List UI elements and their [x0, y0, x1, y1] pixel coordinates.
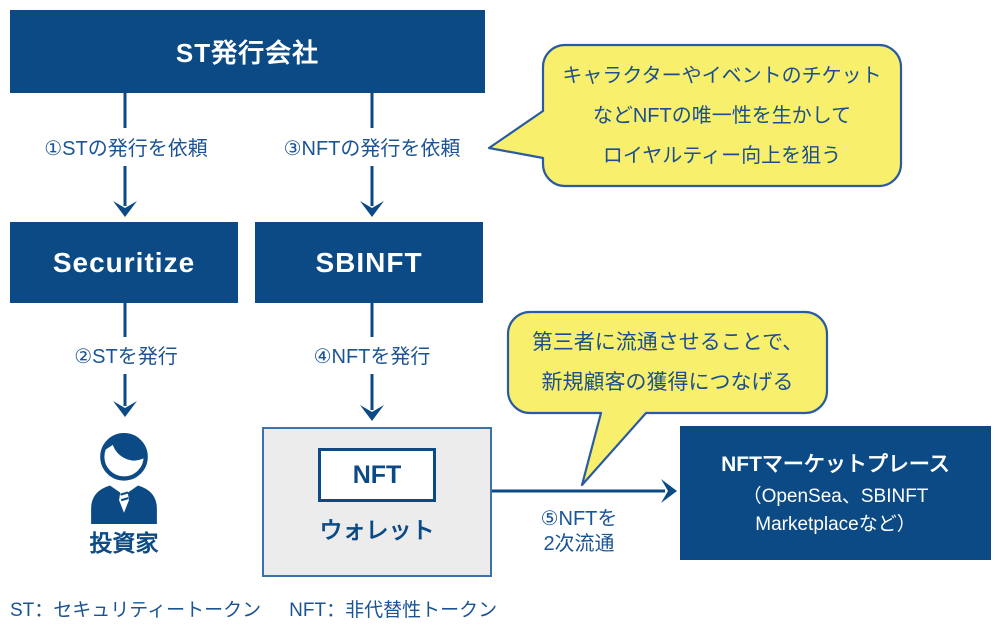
node-wallet: NFT ウォレット: [262, 427, 492, 577]
wallet-nft-token: NFT: [318, 448, 436, 502]
node-securitize-label: Securitize: [52, 246, 196, 278]
node-securitize: Securitize: [10, 222, 238, 303]
callout-nft-uniqueness-text: キャラクターやイベントのチケット などNFTの唯一性を生かして ロイヤルティー向…: [543, 45, 901, 186]
callout-bubble-nft-uniqueness: [487, 43, 903, 188]
callout-nft-uniqueness-line2: などNFTの唯一性を生かして: [592, 104, 852, 127]
flow-step5-line2: 2次流通: [543, 533, 615, 555]
node-marketplace: NFTマーケットプレース （OpenSea、SBINFT Marketplace…: [680, 426, 991, 560]
footnote: ST：セキュリティートークン NFT：非代替性トークン: [10, 595, 497, 622]
flow-arrows: [113, 93, 677, 503]
node-st-issuer-label: ST発行会社: [175, 38, 320, 68]
callout-secondary-distribution-text: 第三者に流通させることで、 新規顧客の獲得につなげる: [508, 312, 827, 413]
callout-nft-uniqueness-line1: キャラクターやイベントのチケット: [562, 64, 882, 87]
footnote-st: ST：セキュリティートークン: [10, 600, 262, 621]
node-marketplace-sub1: （OpenSea、SBINFT: [742, 485, 929, 507]
node-marketplace-sub2: Marketplaceなど）: [755, 513, 916, 535]
callout-bubble-secondary-distribution: [506, 310, 829, 487]
node-st-issuer: ST発行会社: [10, 10, 485, 93]
node-sbinft-label: SBINFT: [315, 246, 423, 278]
flow-step5-line1: ⑤NFTを: [540, 508, 618, 530]
flow-step4-label: ④NFTを発行: [313, 346, 431, 368]
flow-step2-label: ②STを発行: [74, 346, 178, 368]
flow-step1-label: ①STの発行を依頼: [44, 138, 208, 160]
flow-step5-label: ⑤NFTを 2次流通: [527, 507, 631, 557]
investor-icon: [91, 432, 157, 524]
node-marketplace-title: NFTマーケットプレース: [721, 452, 950, 476]
node-sbinft: SBINFT: [255, 222, 483, 303]
callout-secondary-line1: 第三者に流通させることで、: [531, 330, 804, 354]
flow-step3-label: ③NFTの発行を依頼: [283, 138, 461, 160]
node-investor-label: 投資家: [89, 530, 159, 556]
callout-nft-uniqueness-line3: ロイヤルティー向上を狙う: [602, 144, 842, 167]
footnote-nft: NFT：非代替性トークン: [289, 600, 498, 621]
callout-secondary-line2: 新規顧客の獲得につなげる: [541, 370, 794, 394]
node-wallet-label: ウォレット: [319, 517, 435, 543]
